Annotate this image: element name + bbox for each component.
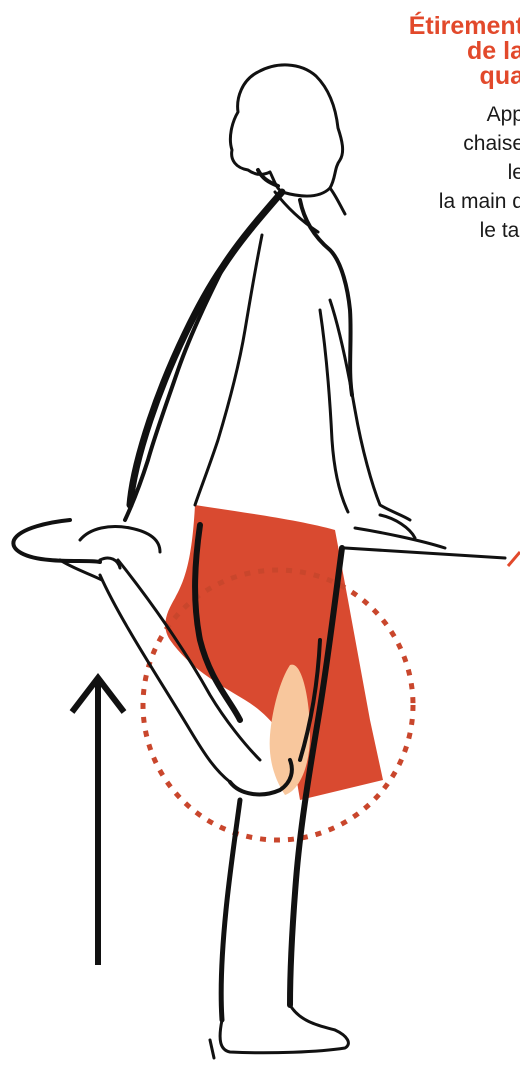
heading-line-1: Étirement [409,14,520,39]
arrow-up-icon [72,678,124,965]
heading-line-2: de la [409,39,520,64]
instructions: App chaise le la main d le tal [439,100,520,245]
instructions-line-2: chaise [439,129,520,158]
instructions-line-3: le [439,158,520,187]
heading-line-3: qua [409,64,520,89]
instructions-line-1: App [439,100,520,129]
instructions-line-4: la main d [439,187,520,216]
accent-mark [508,552,520,566]
heading: Étirement de la qua [409,14,520,89]
instructions-line-5: le tal [439,216,520,245]
